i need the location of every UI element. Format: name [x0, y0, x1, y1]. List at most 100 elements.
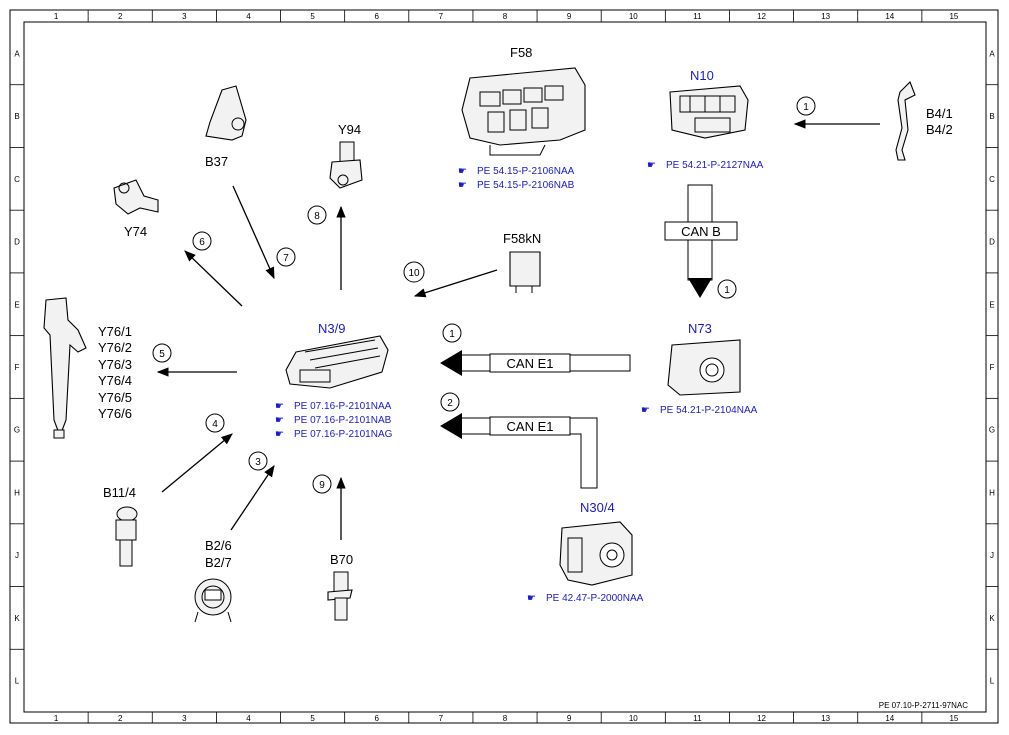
y76-1-label: Y76/1	[98, 324, 132, 339]
grid-column-label: 15	[949, 714, 958, 723]
n3-9-ref-1-text: PE 07.16-P-2101NAA	[294, 401, 392, 412]
grid-column-label: 3	[182, 714, 187, 723]
callout-8: 8	[307, 205, 327, 225]
injector-icon	[43, 297, 87, 439]
valve-y94-icon	[329, 141, 363, 189]
callout-6: 6	[192, 231, 212, 251]
reference-icon: ☛	[641, 405, 650, 416]
y76-6-label: Y76/6	[98, 406, 132, 421]
grid-column-label: 5	[310, 12, 315, 21]
callout-9: 9	[312, 474, 332, 494]
drawing-frame	[9, 9, 999, 724]
f58-label: F58	[510, 45, 532, 60]
f58-ref-2[interactable]: ☛ PE 54.15-P-2106NAB	[458, 180, 575, 191]
grid-row-label: F	[15, 363, 20, 372]
n73-ref-1[interactable]: ☛ PE 54.21-P-2104NAA	[641, 405, 758, 416]
callout-2: 2	[440, 392, 460, 412]
grid-column-label: 9	[567, 12, 572, 21]
grid-column-label: 10	[629, 12, 638, 21]
y76-2-label: Y76/2	[98, 340, 132, 355]
n3-9-ref-2-text: PE 07.16-P-2101NAB	[294, 415, 392, 426]
relay-f58kn-icon	[509, 251, 541, 293]
b4-2-label: B4/2	[926, 122, 953, 137]
grid-column-label: 7	[439, 12, 444, 21]
grid-row-label: A	[14, 49, 20, 58]
callout-10: 10	[403, 261, 425, 283]
n30-4-ref-1-text: PE 42.47-P-2000NAA	[546, 593, 644, 604]
sensor-b11-4-icon	[115, 506, 138, 567]
grid-column-label: 10	[629, 714, 638, 723]
y76-label-list: Y76/1 Y76/2 Y76/3 Y76/4 Y76/5 Y76/6	[98, 324, 132, 421]
callout-8-text: 8	[314, 211, 320, 222]
n30-4-ref-1[interactable]: ☛ PE 42.47-P-2000NAA	[527, 593, 644, 604]
n73-ref-1-text: PE 54.21-P-2104NAA	[660, 405, 758, 416]
n3-9-ref-2[interactable]: ☛ PE 07.16-P-2101NAB	[275, 415, 392, 426]
callout-9-text: 9	[319, 480, 325, 491]
b2-6-label: B2/6	[205, 538, 232, 553]
f58-ref-2-text: PE 54.15-P-2106NAB	[477, 180, 575, 191]
grid-column-label: 11	[693, 12, 702, 21]
callout-4: 4	[205, 413, 225, 433]
grid-column-label: 11	[693, 714, 702, 723]
arrow-b37-to-n3-9	[232, 185, 275, 280]
callout-5-text: 5	[159, 349, 165, 360]
grid-row-label: C	[989, 175, 995, 184]
f58-ref-1[interactable]: ☛ PE 54.15-P-2106NAA	[458, 166, 575, 177]
callout-2-text: 2	[447, 398, 453, 409]
grid-column-label: 6	[375, 12, 380, 21]
can-e1-lower-label: CAN E1	[507, 419, 554, 434]
arrow-n3-9-to-y74	[184, 250, 243, 307]
callout-1-top-text: 1	[803, 102, 809, 113]
grid-row-label: D	[989, 238, 995, 247]
grid-row-label: L	[15, 677, 20, 686]
grid-row-label: G	[14, 426, 20, 435]
document-code: PE 07.10-P-2711-97NAC	[879, 701, 968, 710]
callout-1-canb-text: 1	[724, 285, 730, 296]
grid-row-label: L	[990, 677, 995, 686]
grid-row-label: E	[989, 300, 994, 309]
reference-icon: ☛	[458, 180, 467, 191]
n3-9-ref-3[interactable]: ☛ PE 07.16-P-2101NAG	[275, 429, 393, 440]
b37-label: B37	[205, 154, 228, 169]
callout-6-text: 6	[199, 237, 205, 248]
module-n30-4-icon	[559, 521, 633, 586]
grid-column-label: 13	[821, 714, 830, 723]
reference-icon: ☛	[275, 401, 284, 412]
can-b-bus: CAN B	[664, 184, 738, 298]
n3-9-ref-1[interactable]: ☛ PE 07.16-P-2101NAA	[275, 401, 392, 412]
grid-row-label: D	[14, 238, 20, 247]
y76-3-label: Y76/3	[98, 357, 132, 372]
grid-column-label: 7	[439, 714, 444, 723]
callout-10-text: 10	[408, 268, 420, 279]
grid-row-label: J	[990, 551, 994, 560]
engine-control-unit-icon	[285, 335, 389, 389]
grid-column-label: 5	[310, 714, 315, 723]
air-mass-sensor-icon	[194, 578, 232, 623]
reference-icon: ☛	[275, 429, 284, 440]
grid-column-label: 12	[757, 714, 766, 723]
grid-row-label: K	[14, 614, 20, 623]
accelerator-pedal-icon	[205, 85, 247, 141]
grid-column-label: 2	[118, 12, 123, 21]
grid-row-label: A	[989, 49, 995, 58]
callout-5: 5	[152, 343, 172, 363]
grid-row-label: B	[989, 112, 994, 121]
grid-column-label: 14	[885, 714, 894, 723]
n10-ref-1[interactable]: ☛ PE 54.21-P-2127NAA	[647, 160, 764, 171]
crankshaft-sensor-icon	[327, 571, 353, 621]
y76-4-label: Y76/4	[98, 373, 132, 388]
grid-column-label: 8	[503, 714, 508, 723]
module-n73-icon	[667, 339, 741, 396]
f58-ref-1-text: PE 54.15-P-2106NAA	[477, 166, 575, 177]
grid-row-label: B	[14, 112, 19, 121]
n30-4-label: N30/4	[580, 500, 615, 515]
grid-column-label: 1	[54, 12, 59, 21]
callout-1-canb: 1	[717, 279, 737, 299]
can-e1-upper-label: CAN E1	[507, 356, 554, 371]
grid-column-label: 2	[118, 714, 123, 723]
grid-row-label: G	[989, 426, 995, 435]
grid-column-label: 12	[757, 12, 766, 21]
reference-icon: ☛	[275, 415, 284, 426]
can-e1-lower-bus: CAN E1	[440, 413, 598, 489]
